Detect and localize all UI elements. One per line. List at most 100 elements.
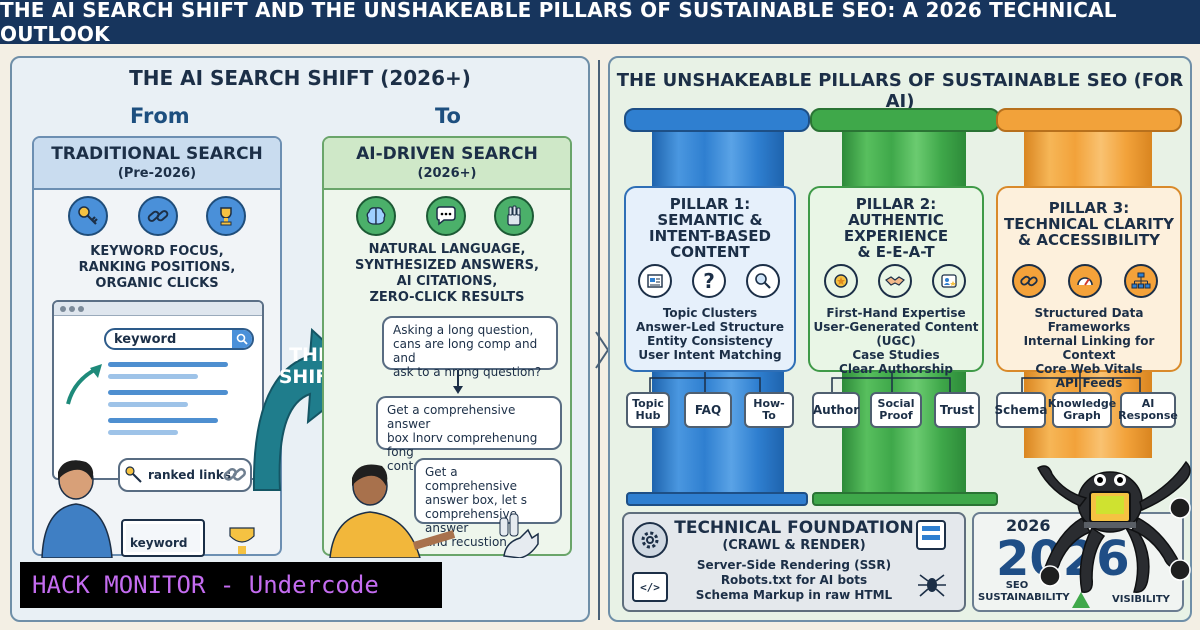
pillar-2-title-line-3: EXPERIENCE [843, 227, 949, 245]
response-bubble-line-1: Get a comprehensive [425, 465, 517, 493]
ranked-links-text: ranked links [148, 468, 232, 482]
response-bubble-line-3: comprehensive answer [425, 507, 517, 535]
pillar-2-title-line-2: AUTHENTIC [848, 211, 944, 229]
badge-year-small: 2026 [1006, 516, 1051, 535]
tag-how-to-line-2: To [762, 409, 776, 422]
brain-icon [356, 196, 396, 236]
tag-how-to: How-To [744, 392, 794, 428]
pillar-3-item-1: Structured Data Frameworks [1034, 306, 1144, 334]
person-with-robot-illustration [329, 464, 539, 558]
medal-icon [824, 264, 858, 298]
pillar-3-title-line-2: TECHNICAL CLARITY [1004, 215, 1174, 233]
keyword-search-input[interactable]: keyword [104, 328, 254, 350]
badge-left-label-1: SEO [1005, 580, 1029, 591]
up-arrow-icon [66, 364, 102, 405]
down-arrow-icon [453, 370, 463, 394]
pillar-2-item-3: Case Studies [852, 348, 940, 362]
tag-knowledge-graph-line-2: Graph [1063, 409, 1101, 422]
chain-link-icon [223, 468, 246, 481]
question-bubble-line-3: ask to a nrong question? [393, 365, 542, 379]
pillar-3-title: PILLAR 3: TECHNICAL CLARITY & ACCESSIBIL… [998, 200, 1180, 248]
foundation-item-3: Schema Markup in raw HTML [695, 588, 893, 602]
key-icon [68, 196, 108, 236]
tag-faq: FAQ [684, 392, 732, 428]
result-line [108, 430, 178, 435]
ai-subtitle: (2026+) [417, 166, 477, 181]
pillar-2-item-4: Clear Authorship [839, 362, 953, 376]
pillar-1-capital [624, 108, 810, 132]
keyword-search-text: keyword [114, 331, 177, 347]
to-label: To [435, 104, 461, 128]
main-title: THE AI SEARCH SHIFT AND THE UNSHAKEABLE … [0, 0, 1200, 46]
pillar-3-capital [996, 108, 1182, 132]
technical-foundation-box [622, 512, 966, 612]
pillar-2-capital [810, 108, 1000, 132]
laptop-keyword-text: keyword [130, 536, 188, 550]
ai-feature-2: SYNTHESIZED ANSWERS, [355, 258, 539, 273]
ai-title: AI-DRIVEN SEARCH [356, 144, 538, 164]
traditional-feature-1: KEYWORD FOCUS, [90, 244, 224, 259]
tag-how-to-line-1: How- [753, 397, 785, 410]
pillar-1-items: Topic Clusters Answer-Led Structure Enti… [624, 306, 796, 362]
pillar-3-title-line-1: PILLAR 3: [1048, 199, 1130, 217]
article-icon [638, 264, 672, 298]
foundation-title: TECHNICAL FOUNDATION [674, 518, 914, 538]
panel-divider [598, 60, 600, 620]
ai-feature-1: NATURAL LANGUAGE, [368, 242, 526, 257]
badge-left-label: SEO SUSTAINABILITY [978, 580, 1070, 604]
answer-bubble: Get a comprehensive answer box lnorv com… [376, 396, 562, 473]
pillar-2-title-line-4: & E-E-A-T [857, 243, 935, 261]
pillar-1-title-line-1: PILLAR 1: [669, 195, 751, 213]
traditional-feature-3: ORGANIC CLICKS [95, 276, 219, 291]
ai-features: NATURAL LANGUAGE, SYNTHESIZED ANSWERS, A… [332, 242, 562, 306]
code-icon: </> [632, 572, 668, 602]
badge-left-label-2: SUSTAINABILITY [978, 592, 1070, 603]
foundation-item-1: Server-Side Rendering (SSR) [696, 558, 892, 572]
question-bubble-line-1: Asking a long question, [393, 323, 534, 337]
question-icon: ? [692, 264, 726, 298]
tag-social-proof-line-2: Proof [879, 409, 913, 422]
gear-icon [632, 522, 668, 558]
question-bubble-line-2: cans are long comp and and [393, 337, 538, 365]
pillar-2-title: PILLAR 2: AUTHENTIC EXPERIENCE & E-E-A-T [810, 196, 982, 260]
pillar-1-title-line-2: SEMANTIC & [657, 211, 763, 229]
pillar-1-item-2: Answer-Led Structure [636, 320, 784, 334]
ai-feature-4: ZERO-CLICK RESULTS [369, 290, 525, 305]
tag-schema: Schema [994, 392, 1048, 428]
sitemap-icon [1124, 264, 1158, 298]
speedometer-icon [1068, 264, 1102, 298]
result-line [108, 390, 228, 395]
traditional-subtitle: (Pre-2026) [117, 166, 197, 181]
pillar-1-item-4: User Intent Matching [638, 348, 782, 362]
pillar-1-item-3: Entity Consistency [647, 334, 773, 348]
result-line [108, 418, 218, 423]
response-bubble-line-2: answer box, let s [425, 493, 527, 507]
tag-ai-response-line-2: Response [1118, 409, 1178, 422]
pillar-1-title: PILLAR 1: SEMANTIC & INTENT-BASED CONTEN… [626, 196, 794, 260]
result-line [108, 374, 198, 379]
octopus-hacker-icon [1037, 460, 1191, 593]
robot-hand-icon [494, 196, 534, 236]
answer-bubble-line-2: box lnorv comprehenung fong [387, 431, 538, 459]
tag-topic-hub-line-2: Hub [635, 409, 661, 422]
pillar-3-title-line-3: & ACCESSIBILITY [1018, 231, 1160, 249]
search-icon[interactable] [232, 330, 252, 348]
question-bubble: Asking a long question, cans are long co… [382, 316, 558, 379]
pillar-1-title-line-3: INTENT-BASED [649, 227, 771, 245]
pillar-2-title-line-1: PILLAR 2: [855, 195, 937, 213]
pillar-1-base [626, 492, 808, 506]
ai-feature-3: AI CITATIONS, [396, 274, 498, 289]
pillar-3-item-3: Core Web Vitals [1035, 362, 1143, 376]
foundation-item-2: Robots.txt for AI bots [720, 573, 868, 587]
foundation-subtitle: (CRAWL & RENDER) [722, 538, 866, 553]
person-with-laptop-illustration [41, 460, 255, 558]
tag-ai-response-line-1: AI [1141, 397, 1155, 410]
pillars-panel-title: THE UNSHAKEABLE PILLARS OF SUSTAINABLE S… [616, 70, 1184, 112]
pillar-3-items: Structured Data Frameworks Internal Link… [996, 306, 1182, 390]
traditional-title: TRADITIONAL SEARCH [51, 144, 263, 164]
tag-trust: Trust [934, 392, 980, 428]
